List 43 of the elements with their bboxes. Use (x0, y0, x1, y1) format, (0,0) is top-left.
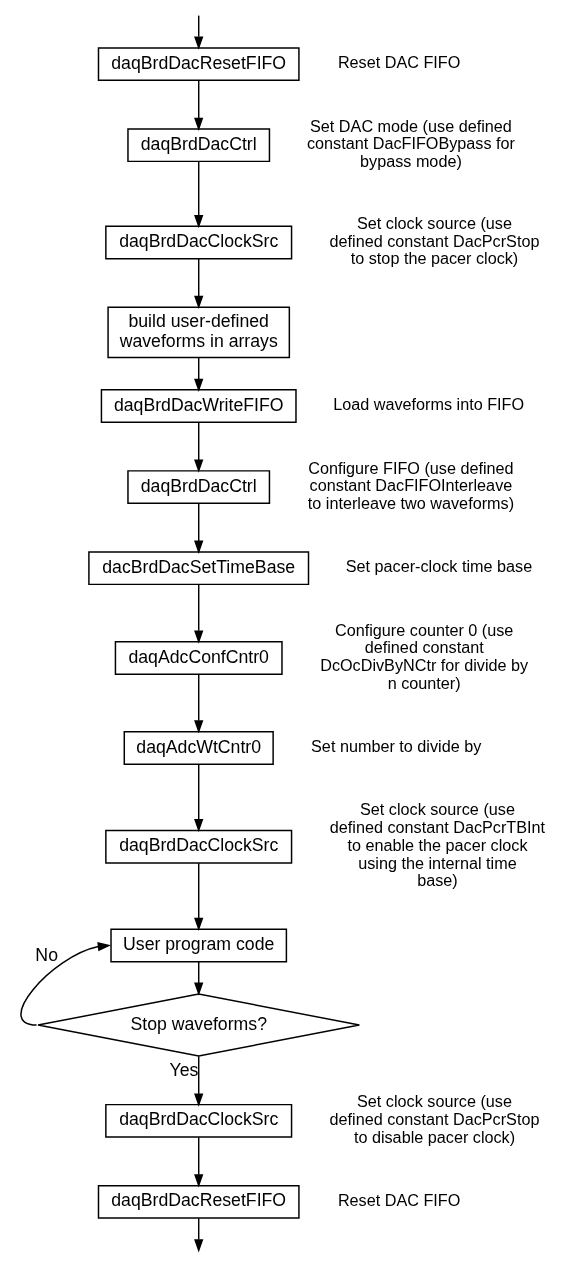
node-label: Reset DAC FIFO (337, 1191, 461, 1210)
node-box: daqBrdDacWriteFIFO (100, 389, 297, 423)
arrow (194, 79, 204, 131)
node-label: Set pacer-clock time base (345, 557, 533, 576)
node-box: daqBrdDacClockSrc (105, 225, 293, 260)
edge-label: Yes (169, 1059, 199, 1080)
arrow (194, 960, 204, 996)
arrow (194, 763, 204, 833)
node-box: daqBrdDacCtrl (127, 470, 271, 505)
arrow (194, 1055, 204, 1107)
arrow (20, 942, 112, 1026)
node-label: Set clock source (use defined constant DacPcrStop to stop the pacer clock) (329, 213, 540, 268)
arrow (194, 14, 204, 50)
arrow (194, 160, 204, 229)
node-box: build user-defined waveforms in arrays (107, 306, 291, 359)
node-label: Set DAC mode (use defined constant DacFIFOBypass for bypass mode) (306, 116, 515, 170)
node-label: Load waveforms into FIFO (333, 395, 525, 414)
node-box: dacBrdDacSetTimeBase (88, 551, 310, 586)
arrow (194, 1217, 204, 1253)
arrow (194, 673, 204, 734)
node-label: Set clock source (use defined constant DacPcrStop to disable pacer clock) (329, 1092, 540, 1146)
node-label: Reset DAC FIFO (337, 53, 461, 72)
node-label: Configure FIFO (use defined constant DacFIFOInterleave to interleave two waveforms) (307, 458, 515, 512)
arrow (194, 862, 204, 931)
arrow (194, 421, 204, 473)
node-label: Set number to divide by (311, 737, 482, 756)
arrow (194, 357, 204, 392)
node-box: daqBrdDacResetFIFO (97, 47, 300, 82)
arrow (194, 1136, 204, 1188)
node-box: User program code (110, 928, 288, 963)
node-box: daqBrdDacCtrl (127, 128, 271, 163)
node-box: daqAdcWtCntr0 (123, 731, 274, 765)
node-label: Configure counter 0 (use defined constant DcOcDivByNCtr for divide by n counter) (320, 620, 529, 692)
node-label: Set clock source (use defined constant DacPcrTBInt to enable the pacer clock using the internal time base) (329, 800, 546, 890)
arrow (194, 583, 204, 644)
node-box: daqBrdDacClockSrc (105, 1103, 293, 1138)
arrow (194, 257, 204, 310)
node-box: daqAdcConfCntr0 (114, 641, 283, 675)
arrow (194, 502, 204, 554)
node-box: daqBrdDacResetFIFO (97, 1184, 300, 1219)
edge-label: No (35, 944, 58, 965)
node-box: daqBrdDacClockSrc (105, 829, 293, 864)
node-diamond: Stop waveforms? (37, 993, 361, 1057)
